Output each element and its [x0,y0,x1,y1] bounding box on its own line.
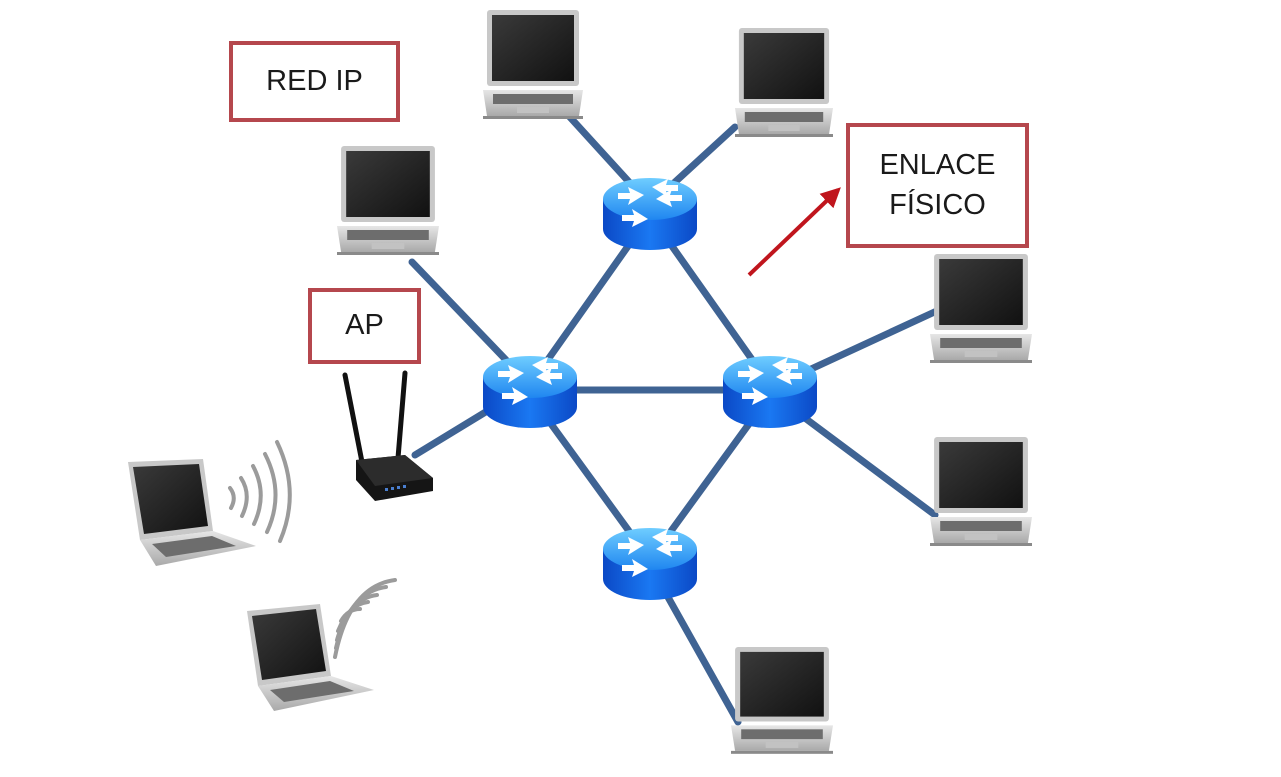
router-icon [483,356,577,428]
wireless-access-point-icon [342,370,433,501]
laptop-icon [930,437,1032,546]
label-ap-text: AP [345,309,384,342]
router-icon [603,528,697,600]
label-red-ip: RED IP [229,41,400,122]
laptop-icon [930,254,1032,363]
router-icon [723,356,817,428]
label-ap: AP [308,288,421,364]
router-icon [603,178,697,250]
laptop-icon [337,146,439,255]
label-red-ip-text: RED IP [266,64,363,97]
laptop-icon [128,459,256,566]
laptop-icon [735,28,833,137]
laptop-icon [483,10,583,119]
label-enlace-fisico: ENLACE FÍSICO [846,123,1029,248]
laptop-icon [247,604,374,711]
arrow-icon [747,187,841,277]
wifi-signal-icon [333,578,397,659]
label-enlace-fisico-text: ENLACE FÍSICO [879,149,996,221]
wifi-signal-icon [228,440,292,543]
laptop-icon [731,647,833,754]
